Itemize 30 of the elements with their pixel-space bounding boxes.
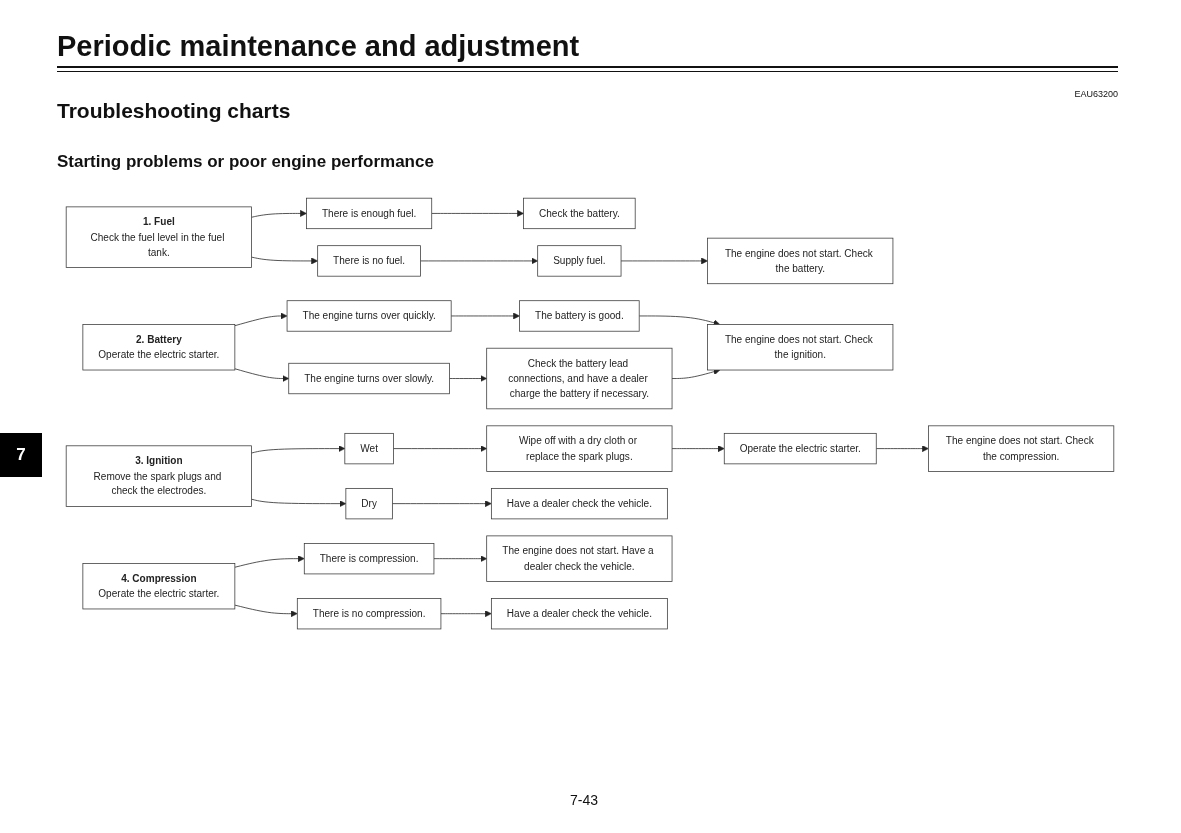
node-box: The engine turns over slowly. [288, 362, 450, 395]
node-box: There is no fuel. [317, 245, 421, 277]
node-box: Wipe off with a dry cloth or replace the spark plugs. [486, 425, 673, 472]
document-code: EAU63200 [1074, 89, 1118, 99]
node-box: Have a dealer check the vehicle. [491, 598, 668, 630]
node-box: There is no compression. [296, 598, 442, 630]
node-box: Check the battery lead connections, and have a dealer charge the battery if necessary. [486, 347, 673, 410]
node-box: The engine does not start. Check the ignition. [707, 324, 894, 371]
page-title: Periodic maintenance and adjustment [57, 29, 580, 64]
node-box: Have a dealer check the vehicle. [491, 488, 668, 520]
node-box: 1. Fuel Check the fuel level in the fuel tank. [65, 206, 252, 268]
node-box: The engine does not start. Have a dealer check the vehicle. [486, 535, 673, 582]
node-box: Check the battery. [523, 197, 636, 230]
node-box: Wet [344, 432, 394, 465]
node-box: 2. Battery Operate the electric starter. [82, 324, 236, 371]
chapter-tab: 7 [0, 433, 42, 477]
node-box: 4. Compression Operate the electric starter. [82, 563, 236, 610]
subsection-heading: Starting problems or poor engine performance [57, 152, 434, 172]
node-box: 3. Ignition Remove the spark plugs and check the electrodes. [65, 445, 252, 507]
node-box: The engine turns over quickly. [286, 300, 452, 332]
node-box: The engine does not start. Check the battery. [707, 237, 894, 285]
node-box: The battery is good. [519, 300, 640, 332]
node-box: There is enough fuel. [306, 197, 433, 230]
page-number: 7-43 [570, 792, 599, 808]
node-box: Dry [345, 488, 393, 520]
node-box: There is compression. [303, 543, 435, 575]
node-box: Supply fuel. [537, 245, 622, 277]
node-box: Operate the electric starter. [723, 432, 877, 465]
section-heading: Troubleshooting charts [57, 99, 291, 123]
node-box: The engine does not start. Check the compression. [928, 425, 1115, 472]
